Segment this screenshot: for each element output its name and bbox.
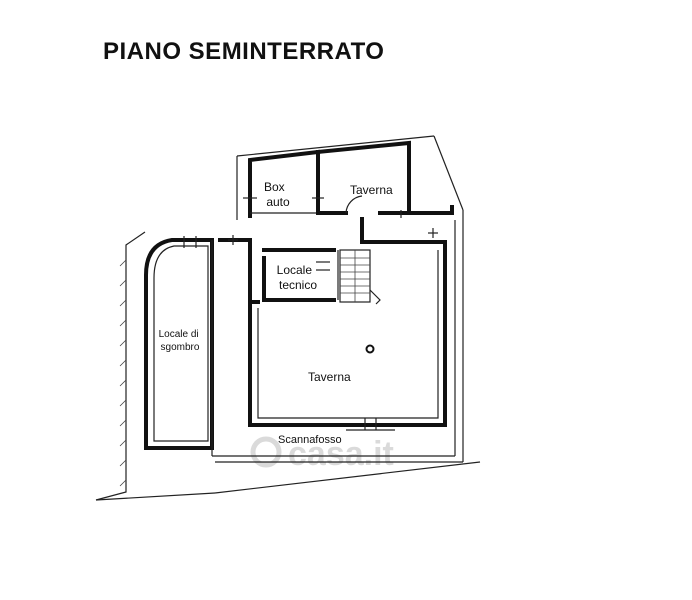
watermark: casa.it	[250, 435, 394, 473]
boundary-hatch	[119, 259, 127, 487]
main-taverna-label: Taverna	[308, 370, 351, 384]
locale-tecnico-room	[262, 248, 339, 302]
floor-plan-title: PIANO SEMINTERRATO	[103, 38, 385, 65]
box-auto-room	[243, 149, 324, 218]
box-auto-label-line2: auto	[266, 195, 290, 209]
site-boundary	[95, 135, 481, 501]
locale-sgombro-room	[144, 236, 214, 450]
main-structure	[218, 205, 454, 431]
upper-taverna-room	[315, 140, 411, 218]
locale-sgombro-label: Locale di sgombro	[159, 329, 202, 353]
locale-tecnico-label-line1: Locale	[277, 263, 313, 277]
box-auto-label: Box auto	[264, 180, 290, 209]
locale-tecnico-label-line2: tecnico	[279, 278, 317, 292]
scannafosso-label: Scannafosso	[278, 434, 342, 446]
upper-taverna-label: Taverna	[350, 183, 393, 197]
scannafosso-area	[211, 220, 456, 457]
box-auto-label-line1: Box	[264, 180, 285, 194]
locale-sgombro-label-line1: Locale di	[159, 329, 199, 340]
staircase	[339, 249, 381, 305]
locale-tecnico-label: Locale tecnico	[277, 263, 318, 292]
watermark-text: casa.it	[288, 435, 394, 473]
locale-sgombro-label-line2: sgombro	[161, 342, 200, 353]
